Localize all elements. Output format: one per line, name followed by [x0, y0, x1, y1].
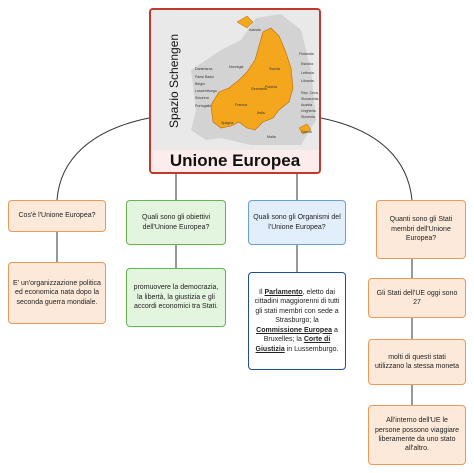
map-country-lituania: Lituania	[301, 79, 314, 83]
connector-to-branch-1	[56, 117, 150, 201]
question-what-is-eu: Cos'è l'Unione Europea?	[8, 200, 106, 232]
central-node: Islanda Svezia Norvegia Finlandia Estoni…	[149, 8, 321, 174]
map-country-ungheria: Ungheria	[301, 109, 316, 113]
map-country-danimarca: Danimarca	[195, 67, 212, 71]
answer-free-travel: All'interno dell'UE le persone possono v…	[368, 405, 466, 465]
organisms-text-3: a Bruxelles; la	[263, 326, 338, 344]
map-country-portogallo: Portogallo	[195, 104, 211, 108]
answer-what-is-eu: E' un'organizzazione politica ed economi…	[8, 262, 106, 324]
map-country-islanda: Islanda	[249, 28, 261, 32]
answer-same-currency: molti di questi stati utilizzano la stes…	[368, 339, 466, 385]
map-country-belgio: Belgio	[195, 82, 205, 86]
answer-eu-organisms: Il Parlamento, eletto dai cittadini magg…	[248, 272, 346, 370]
map-country-grecia: Grecia	[301, 130, 312, 134]
question-eu-objectives: Quali sono gli obiettivi dell'Unione Eur…	[126, 200, 226, 245]
schengen-map: Islanda Svezia Norvegia Finlandia Estoni…	[151, 10, 319, 150]
map-country-lussemburgo: Lussemburgo	[195, 89, 217, 93]
map-country-rep-ceca: Rep. Ceca	[301, 91, 318, 95]
map-country-austria: Austria	[301, 103, 312, 107]
map-country-estonia: Estonia	[301, 62, 313, 66]
connector-to-branch-4	[320, 117, 413, 201]
answer-eu-objectives: promuovere la democrazia, la libertà, la…	[126, 268, 226, 327]
answer-member-states-count: Gli Stati dell'UE oggi sono 27	[368, 278, 466, 318]
map-country-lettonia: Lettonia	[301, 71, 314, 75]
organisms-text-1: Il	[259, 288, 265, 296]
map-country-svezia: Svezia	[269, 67, 280, 71]
map-country-polonia: Polonia	[265, 85, 277, 89]
question-eu-organisms: Quali sono gli Organismi del l'Unione Eu…	[248, 200, 346, 245]
map-country-paesi-bassi: Paesi Bassi	[195, 75, 214, 79]
organism-commissione: Commissione Europea	[256, 326, 332, 334]
question-member-states: Quanti sono gli Stati membri dell'Unione…	[376, 200, 466, 259]
map-country-spagna: Spagna	[221, 121, 233, 125]
map-country-italia: Italia	[257, 111, 265, 115]
organisms-text-2: , eletto dai cittadini maggiorenni di tu…	[254, 288, 340, 325]
organisms-text-4: in Lussemburgo.	[284, 345, 339, 353]
map-country-slovenia: Slovenia	[301, 115, 315, 119]
organism-corte-giustizia: Corte di Giustizia	[255, 336, 331, 353]
map-country-norvegia: Norvegia	[229, 65, 243, 69]
map-country-francia: Francia	[235, 103, 247, 107]
map-label: Spazio Schengen	[167, 34, 181, 128]
map-country-finlandia: Finlandia	[299, 52, 314, 56]
map-country-slovacchia: Slovacchia	[301, 97, 318, 101]
map-country-germania: Germania	[251, 87, 267, 91]
map-country-malta: Malta	[267, 135, 276, 139]
organism-parlamento: Parlamento	[264, 288, 303, 296]
central-title: Unione Europea	[151, 150, 319, 172]
map-country-svizzera: Svizzera	[195, 96, 209, 100]
